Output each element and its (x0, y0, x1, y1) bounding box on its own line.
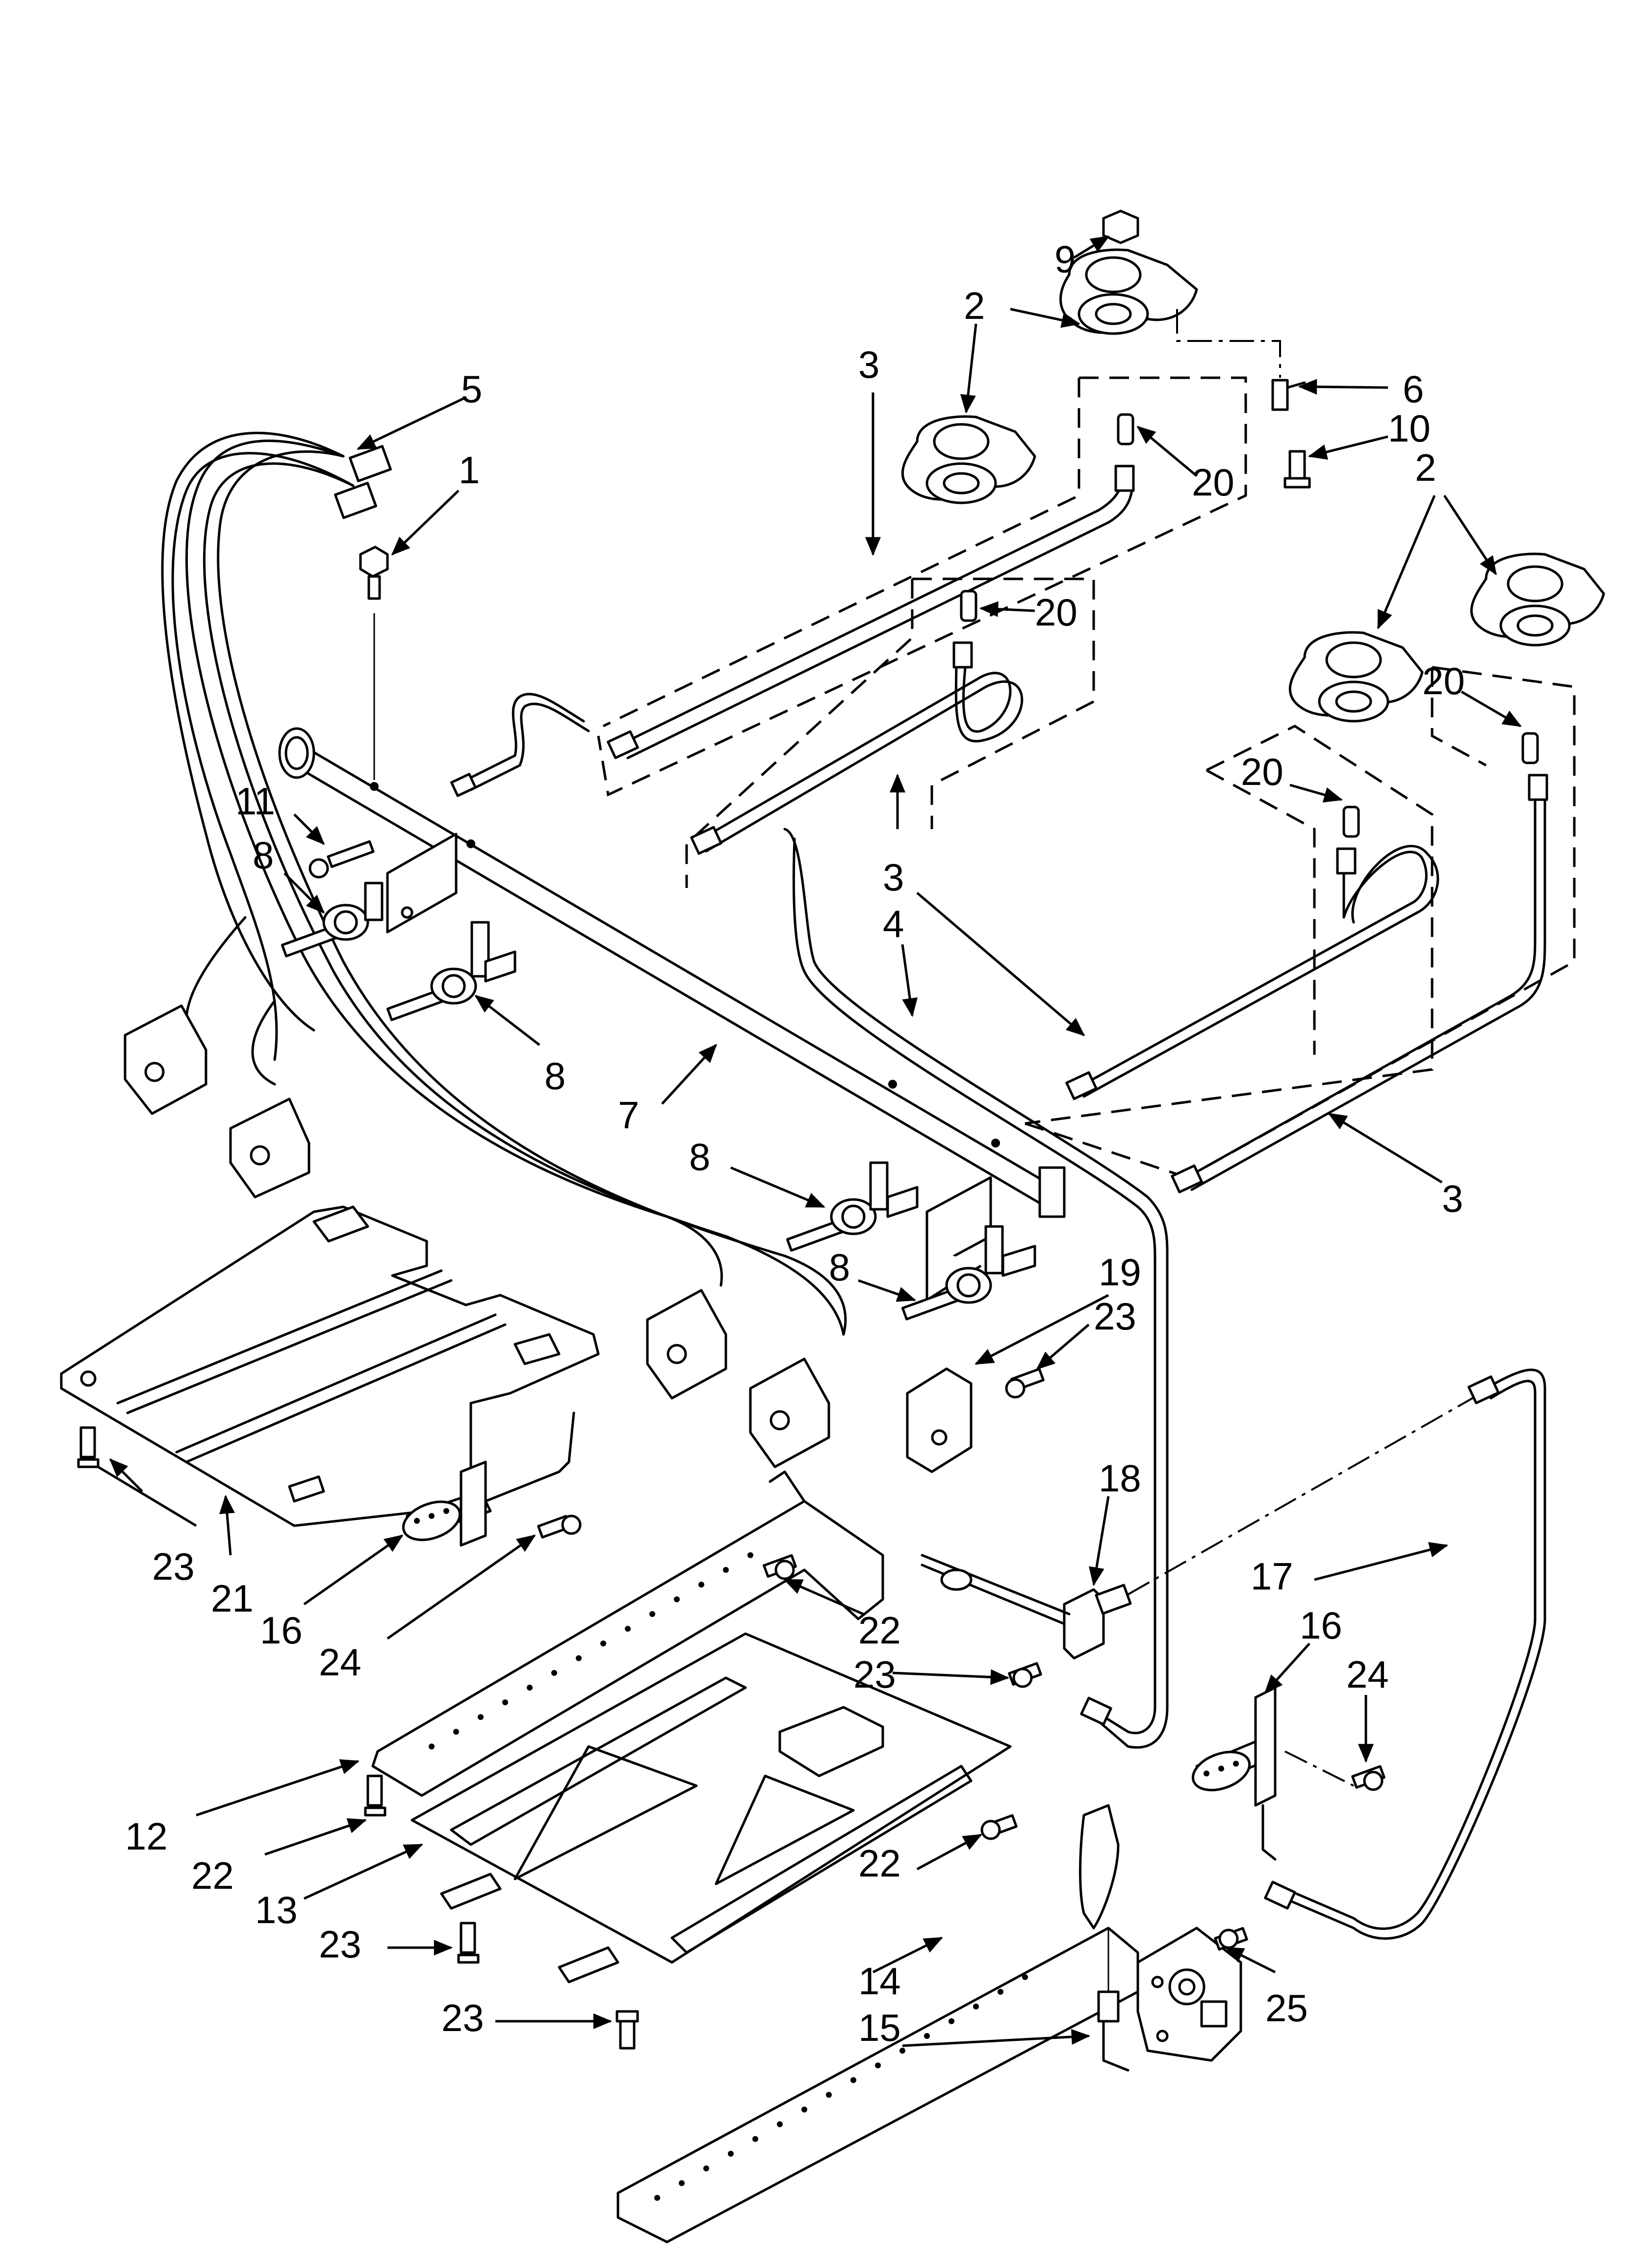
oven-supply-tube-4 (783, 828, 1169, 1749)
screw-23 (1005, 1367, 1045, 1399)
callout-23: 23 (441, 1996, 484, 2039)
ignitor-terminal (229, 1097, 310, 1199)
callout-5: 5 (461, 367, 482, 411)
callout-20: 20 (1192, 461, 1234, 504)
burner-tubes (597, 376, 1576, 1194)
callout-24: 24 (319, 1641, 361, 1684)
burner-base (1059, 248, 1198, 335)
ignitor-terminal (749, 1357, 830, 1468)
electrode-6 (1271, 379, 1306, 411)
callout-3: 3 (858, 343, 879, 386)
screw-22 (980, 1814, 1018, 1840)
ignitor-terminal (124, 1004, 207, 1115)
orifice-20 (1521, 732, 1539, 764)
callout-8: 8 (544, 1054, 565, 1097)
callout-25: 25 (1265, 1986, 1308, 2030)
callout-20: 20 (1241, 750, 1283, 793)
callout-7: 7 (618, 1094, 639, 1137)
callout-2: 2 (964, 284, 985, 327)
callouts: 9 2 3 6 10 2 20 20 20 20 5 1 11 8 8 7 (97, 235, 1522, 2047)
oven-pan-13 (410, 1632, 1012, 1983)
wire-harness (124, 432, 847, 1468)
callout-17: 17 (1251, 1555, 1293, 1598)
callout-3: 3 (883, 856, 904, 899)
screw-23 (616, 2010, 639, 2050)
orifice-20 (960, 590, 977, 622)
orifice-20 (1342, 806, 1360, 838)
callout-3: 3 (1442, 1177, 1463, 1220)
callout-4: 4 (883, 902, 904, 945)
nut-9 (1102, 209, 1139, 244)
screw-11 (308, 840, 375, 879)
oven-burner-12 (371, 1470, 884, 1797)
burner-valve (386, 921, 516, 1021)
screw-23 (457, 1922, 480, 1964)
igniter-16 (402, 1411, 575, 1547)
callout-23: 23 (853, 1653, 896, 1696)
callout-23: 23 (319, 1923, 361, 1966)
callout-19: 19 (1099, 1251, 1141, 1294)
screw-23 (77, 1426, 100, 1468)
callout-16: 16 (260, 1609, 303, 1652)
callout-18: 18 (1099, 1457, 1141, 1500)
igniter-15 (1079, 1804, 1129, 2072)
orifice-holder-18 (921, 1554, 1132, 1660)
callout-23: 23 (1094, 1295, 1136, 1338)
igniter-16 (1191, 1686, 1354, 1861)
ignitor-terminal (646, 1289, 727, 1400)
callout-16: 16 (1300, 1604, 1342, 1647)
burner-base (1470, 552, 1605, 647)
callout-22: 22 (858, 1842, 901, 1885)
orifice-20 (1117, 413, 1134, 445)
callout-8: 8 (253, 834, 274, 877)
supply-tube (450, 693, 590, 797)
screw-1 (359, 546, 389, 780)
gas-manifold (278, 727, 1066, 1302)
burner-base (1288, 631, 1424, 723)
callout-9: 9 (1054, 237, 1076, 281)
callout-23: 23 (152, 1545, 195, 1588)
callout-10: 10 (1388, 407, 1431, 450)
callout-15: 15 (858, 2006, 901, 2049)
callout-20: 20 (1422, 659, 1465, 703)
callout-14: 14 (858, 1959, 901, 2003)
callout-13: 13 (255, 1888, 298, 1931)
screw-23 (1008, 1662, 1042, 1688)
callout-22: 22 (858, 1609, 901, 1652)
bracket-19 (906, 1367, 973, 1473)
screw-24 (537, 1514, 582, 1539)
oven-tube-17 (1128, 1368, 1546, 1940)
callout-22: 22 (191, 1854, 234, 1897)
screw-10 (1283, 450, 1311, 489)
burner-valve (786, 1161, 919, 1252)
callout-2: 2 (1415, 446, 1436, 489)
burner-valve (901, 1225, 1036, 1321)
shield-21 (60, 1205, 600, 1527)
callout-24: 24 (1346, 1653, 1389, 1696)
callout-1: 1 (459, 448, 480, 492)
callout-12: 12 (125, 1815, 168, 1858)
callout-21: 21 (211, 1577, 254, 1620)
callout-8: 8 (689, 1135, 710, 1178)
burner-valve (281, 882, 384, 958)
screw-22 (763, 1554, 797, 1580)
callout-11: 11 (235, 780, 275, 823)
callout-8: 8 (829, 1246, 850, 1289)
screw-22 (364, 1774, 386, 1817)
gas-regulator-25 (1136, 1927, 1242, 2062)
callouts-extra: 22 14 15 (858, 1842, 901, 2049)
burner-base (901, 415, 1036, 504)
callout-20: 20 (1035, 591, 1078, 634)
screw-25 (1214, 1927, 1248, 1951)
callout-6: 6 (1403, 367, 1424, 411)
screw-24 (1351, 1765, 1385, 1791)
